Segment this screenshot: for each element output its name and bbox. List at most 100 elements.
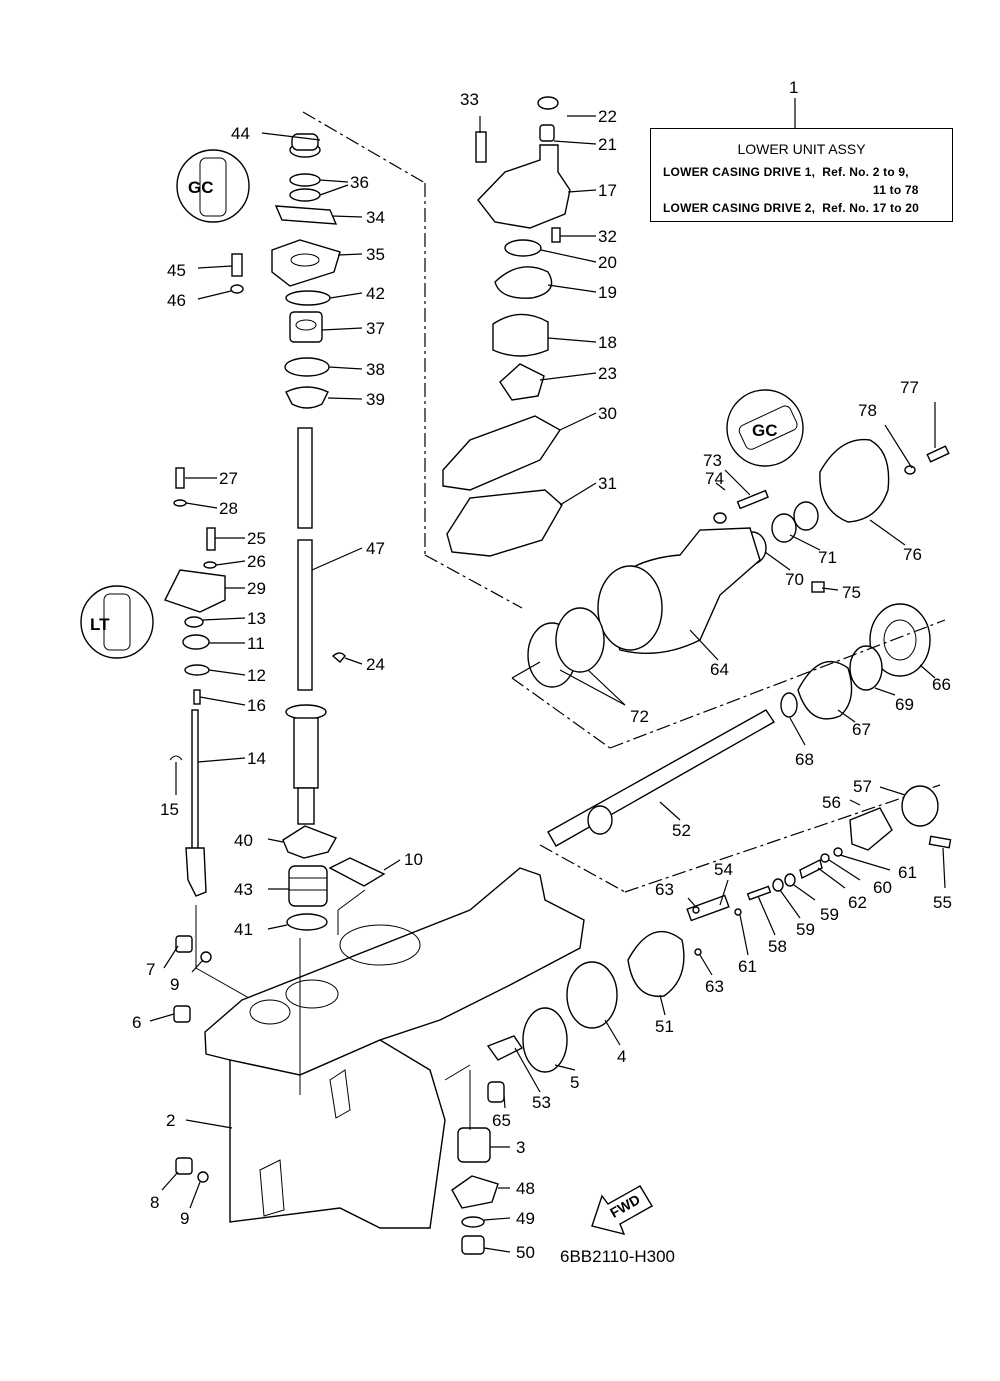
washer-46 — [230, 284, 244, 294]
callout-27: 27 — [219, 469, 238, 488]
lt-mark-icon: LT — [90, 615, 110, 634]
oil-seal-36a — [289, 173, 321, 187]
ring-61a — [833, 847, 843, 857]
callout-69: 69 — [895, 695, 914, 714]
parts-legend-box: LOWER UNIT ASSY LOWER CASING DRIVE 1, Re… — [650, 128, 953, 222]
oil-seal-71b — [793, 501, 819, 531]
washer-78 — [904, 465, 916, 475]
callout-76: 76 — [903, 545, 922, 564]
collar-6 — [173, 1005, 191, 1023]
propeller-shaft-52 — [547, 709, 775, 847]
callout-43: 43 — [234, 880, 253, 899]
sleeve-43 — [288, 865, 328, 907]
callout-17: 17 — [598, 181, 617, 200]
shaft-flange — [285, 704, 327, 720]
callout-50: 50 — [516, 1243, 535, 1262]
ring-61b — [734, 908, 742, 916]
callout-78: 78 — [858, 401, 877, 420]
callout-41: 41 — [234, 920, 253, 939]
callout-3: 3 — [516, 1138, 525, 1157]
callout-53: 53 — [532, 1093, 551, 1112]
legend-line-1: LOWER CASING DRIVE 1, Ref. No. 2 to 9, — [663, 165, 909, 179]
legend-line-3: LOWER CASING DRIVE 2, Ref. No. 17 to 20 — [663, 201, 920, 215]
callout-15: 15 — [160, 800, 179, 819]
seat-39 — [285, 386, 329, 409]
ball-59b — [772, 878, 784, 892]
callout-66: 66 — [932, 675, 951, 694]
bushing-65 — [487, 1081, 505, 1103]
callout-48: 48 — [516, 1179, 535, 1198]
shim-5 — [522, 1007, 568, 1073]
callout-11: 11 — [247, 634, 265, 653]
callout-73: 73 — [703, 451, 722, 470]
callout-13: 13 — [247, 609, 266, 628]
propeller-shaft-assembly — [451, 709, 952, 1255]
oil-seal-71a — [771, 513, 797, 543]
collar-21 — [539, 124, 555, 142]
nut-50 — [461, 1235, 485, 1255]
drive-shaft-47 — [297, 539, 313, 691]
dog-clutch-56 — [849, 807, 893, 851]
callout-5: 5 — [570, 1073, 579, 1092]
callout-19: 19 — [598, 283, 617, 302]
legend-title: LOWER UNIT ASSY — [737, 141, 866, 157]
callout-30: 30 — [598, 404, 617, 423]
callout-57: 57 — [853, 777, 872, 796]
shim-49 — [461, 1216, 485, 1228]
callout-9a: 9 — [170, 975, 179, 994]
callout-29: 29 — [247, 579, 266, 598]
ball-63b — [694, 948, 702, 956]
o-ring-72b — [555, 607, 605, 673]
shaft-lower — [293, 717, 319, 789]
callout-9b: 9 — [180, 1209, 189, 1228]
bearing-3 — [457, 1127, 491, 1163]
water-pump-assembly — [442, 96, 571, 557]
callout-72: 72 — [630, 707, 649, 726]
callout-47: 47 — [366, 539, 385, 558]
callout-67: 67 — [852, 720, 871, 739]
oil-seal-36b — [289, 188, 321, 202]
seal-13 — [184, 616, 204, 628]
callout-60: 60 — [873, 878, 892, 897]
callout-4: 4 — [617, 1047, 626, 1066]
callout-36: 36 — [350, 173, 369, 192]
callout-56: 56 — [822, 793, 841, 812]
pin-58 — [746, 885, 772, 901]
insert-cartridge-18 — [492, 313, 549, 357]
callout-23: 23 — [598, 364, 617, 383]
seal-19 — [494, 266, 553, 299]
lt-callout-circle — [80, 585, 154, 659]
callout-49: 49 — [516, 1209, 535, 1228]
shim-68 — [780, 692, 798, 718]
reverse-gear-67 — [797, 660, 853, 720]
callout-59b: 59 — [820, 905, 839, 924]
pinion-48 — [451, 1175, 499, 1209]
callout-77: 77 — [900, 378, 919, 397]
cover-76 — [819, 438, 890, 523]
spring-57 — [901, 785, 939, 827]
callout-63a: 63 — [655, 880, 674, 899]
callout-61a: 61 — [898, 863, 917, 882]
anode-10 — [328, 857, 386, 887]
bolt-77 — [926, 445, 950, 463]
callout-35: 35 — [366, 245, 385, 264]
callout-40: 40 — [234, 831, 253, 850]
callout-52: 52 — [672, 821, 691, 840]
bearing-40 — [282, 825, 338, 859]
washer-74 — [713, 512, 727, 524]
callout-32: 32 — [598, 227, 617, 246]
bolt-73 — [736, 489, 769, 510]
shift-plunger-54 — [686, 894, 730, 922]
callout-34: 34 — [366, 208, 385, 227]
callout-25: 25 — [247, 529, 266, 548]
callout-14: 14 — [247, 749, 266, 768]
callout-10: 10 — [404, 850, 423, 869]
plug-7 — [175, 935, 193, 953]
legend-ref-number: 1 — [789, 78, 798, 97]
bolt-45 — [231, 253, 243, 277]
callout-31: 31 — [598, 474, 617, 493]
forward-gear-51 — [627, 930, 685, 998]
ring-60 — [820, 853, 830, 863]
callout-46: 46 — [167, 291, 186, 310]
